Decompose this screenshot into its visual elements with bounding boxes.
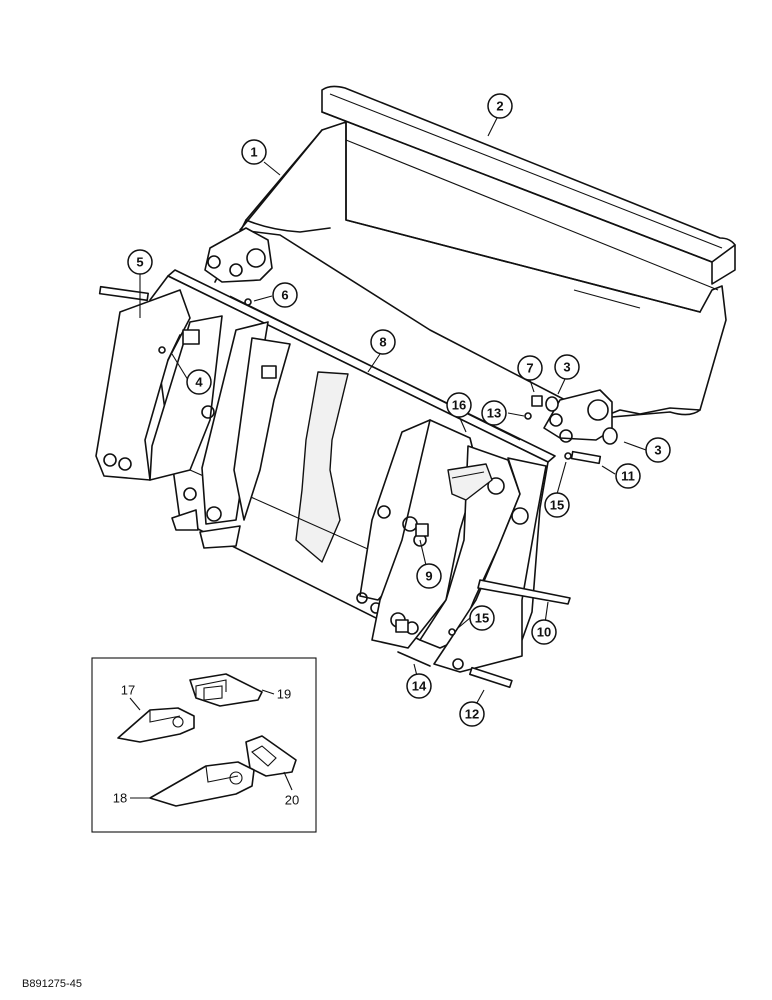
callout-1-label: 1 [250, 145, 257, 160]
callout-14: 14 [406, 673, 432, 699]
callout-5-label: 5 [136, 255, 143, 270]
callout-15b: 15 [469, 605, 495, 631]
callout-4-label: 4 [195, 375, 203, 390]
callout-3b-label: 3 [654, 443, 661, 458]
callout-13: 13 [481, 400, 507, 426]
callout-16-label: 16 [452, 398, 466, 413]
callout-13-label: 13 [487, 406, 501, 421]
inset-label-19: 19 [277, 687, 291, 702]
callout-15a-label: 15 [550, 498, 564, 513]
callout-9: 9 [416, 563, 442, 589]
callout-8: 8 [370, 329, 396, 355]
pins [98, 285, 602, 689]
callout-10: 10 [531, 619, 557, 645]
callout-5: 5 [127, 249, 153, 275]
figure-code: B891275-45 [22, 978, 82, 990]
callout-3a: 3 [554, 354, 580, 380]
callout-15a: 15 [544, 492, 570, 518]
bucket-shell [204, 121, 727, 445]
callout-7-label: 7 [526, 361, 533, 376]
cutting-edge [477, 579, 571, 605]
tooth-17 [117, 707, 195, 743]
callout-16: 16 [446, 392, 472, 418]
tooth-18 [149, 761, 255, 807]
callout-10-label: 10 [537, 625, 551, 640]
callout-11-label: 11 [621, 469, 635, 484]
callout-2: 2 [487, 93, 513, 119]
callout-15b-label: 15 [475, 611, 489, 626]
callout-8-label: 8 [379, 335, 386, 350]
inset-label-18: 18 [113, 791, 127, 806]
callout-11: 11 [615, 463, 641, 489]
callout-4: 4 [186, 369, 212, 395]
callout-6-label: 6 [281, 288, 288, 303]
callout-3a-label: 3 [563, 360, 570, 375]
top-wear-strip [321, 85, 736, 285]
callout-12-label: 12 [465, 707, 479, 722]
callout-3b: 3 [645, 437, 671, 463]
callout-12: 12 [459, 701, 485, 727]
callout-2-label: 2 [496, 99, 503, 114]
callout-9-label: 9 [425, 569, 432, 584]
adapter-19 [189, 673, 263, 707]
inset-label-20: 20 [285, 793, 299, 808]
teeth-inset: 17 19 18 20 [91, 657, 317, 833]
callout-7: 7 [517, 355, 543, 381]
inset-label-17: 17 [121, 683, 135, 698]
callout-14-label: 14 [412, 679, 427, 694]
callout-6: 6 [272, 282, 298, 308]
callout-1: 1 [241, 139, 267, 165]
